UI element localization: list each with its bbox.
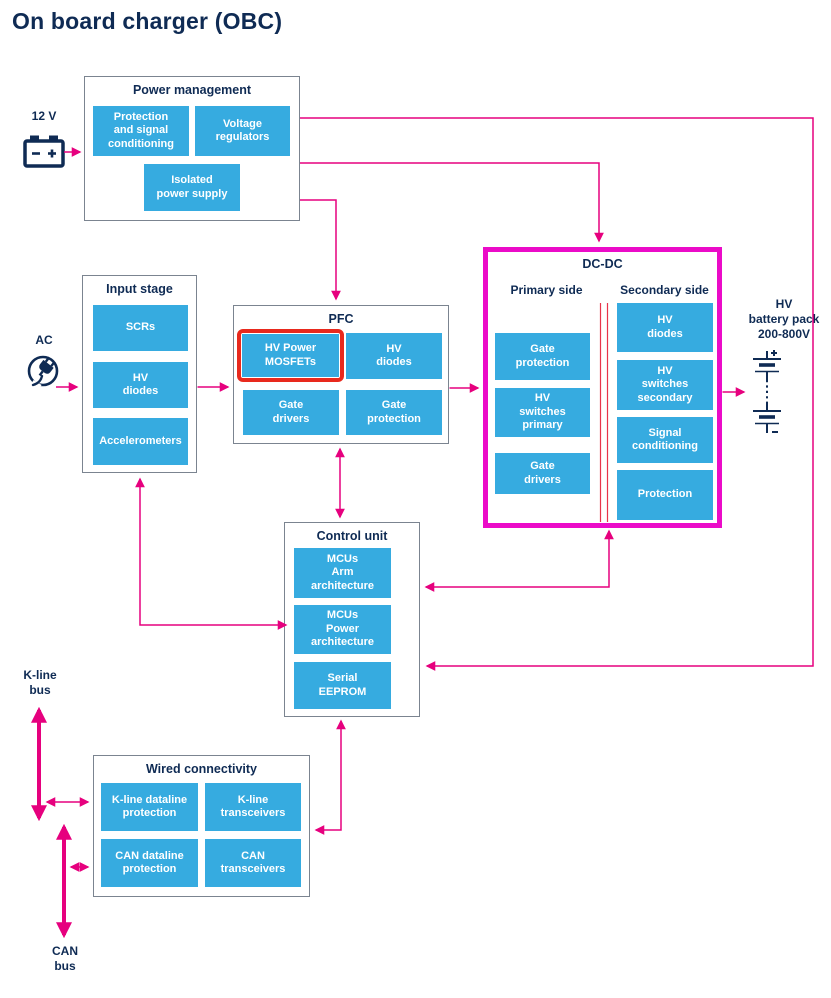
block-item-hv-switches-primary[interactable]: HV switches primary	[495, 388, 590, 437]
block-item-gate-drivers-pfc[interactable]: Gate drivers	[243, 390, 339, 435]
block-item-protection-secondary[interactable]: Protection	[617, 470, 713, 520]
ac-input-label: AC	[35, 333, 53, 347]
block-item-can-transceivers[interactable]: CAN transceivers	[205, 839, 301, 887]
wired-connectivity-title: Wired connectivity	[145, 762, 258, 776]
pfc-title: PFC	[328, 312, 354, 326]
block-item-signal-conditioning[interactable]: Signal conditioning	[617, 417, 713, 463]
input-stage-title: Input stage	[106, 282, 173, 296]
block-item-hv-diodes-pfc[interactable]: HV diodes	[346, 333, 442, 379]
wired-connectivity-block: Wired connectivity K-line dataline prote…	[93, 755, 310, 897]
block-item-kline-transceivers[interactable]: K-line transceivers	[205, 783, 301, 831]
block-item-protection-signal-conditioning[interactable]: Protection and signal conditioning	[93, 106, 189, 156]
block-item-voltage-regulators[interactable]: Voltage regulators	[195, 106, 290, 156]
block-item-accelerometers[interactable]: Accelerometers	[93, 418, 188, 465]
hv-battery-label: HV battery pack 200-800V	[748, 297, 820, 341]
ac-plug-icon	[24, 349, 62, 396]
power-management-title: Power management	[132, 83, 252, 97]
page-title: On board charger (OBC)	[12, 8, 283, 34]
block-item-hv-switches-secondary[interactable]: HV switches secondary	[617, 360, 713, 410]
block-item-scrs[interactable]: SCRs	[93, 305, 188, 351]
highlight-hv-power-mosfets: HV Power MOSFETs	[237, 329, 344, 382]
block-item-gate-protection-primary[interactable]: Gate protection	[495, 333, 590, 380]
block-item-mcus-arm[interactable]: MCUs Arm architecture	[294, 548, 391, 598]
hv-battery-pack-icon	[741, 346, 793, 445]
connector-power-management-to-dcdc	[300, 162, 604, 243]
block-item-hv-diodes-secondary[interactable]: HV diodes	[617, 303, 713, 352]
pfc-block: PFC HV Power MOSFETs HV diodes Gate driv…	[233, 305, 449, 444]
connector-control-unit-input-stage-bidirectional	[135, 477, 288, 630]
can-bus-label: CAN bus	[52, 944, 78, 973]
connector-control-unit-wired-connectivity-bidirectional	[314, 719, 346, 835]
block-item-serial-eeprom[interactable]: Serial EEPROM	[294, 662, 391, 709]
power-management-block: Power management Protection and signal c…	[84, 76, 300, 221]
dcdc-primary-side-header: Primary side	[510, 283, 583, 297]
block-item-can-dataline-protection[interactable]: CAN dataline protection	[101, 839, 198, 887]
block-item-gate-drivers-primary[interactable]: Gate drivers	[495, 453, 590, 494]
dcdc-secondary-side-header: Secondary side	[620, 283, 709, 297]
dc-battery-icon	[22, 132, 66, 175]
connector-dcdc-control-unit-bidirectional	[424, 529, 614, 592]
connector-power-management-to-pfc	[300, 199, 341, 301]
block-item-gate-protection-pfc[interactable]: Gate protection	[346, 390, 442, 435]
block-item-hv-power-mosfets[interactable]: HV Power MOSFETs	[242, 334, 339, 377]
dcdc-title: DC-DC	[582, 257, 623, 271]
control-unit-block: Control unit MCUs Arm architecture MCUs …	[284, 522, 420, 717]
dcdc-block: DC-DC Primary side Secondary side Gate p…	[483, 247, 722, 528]
block-item-mcus-power[interactable]: MCUs Power architecture	[294, 605, 391, 654]
input-stage-block: Input stage SCRs HV diodes Accelerometer…	[82, 275, 197, 473]
kline-bus-label: K-line bus	[23, 668, 57, 697]
block-item-hv-diodes-input[interactable]: HV diodes	[93, 362, 188, 408]
block-item-kline-dataline-protection[interactable]: K-line dataline protection	[101, 783, 198, 831]
block-item-isolated-power-supply[interactable]: Isolated power supply	[144, 164, 240, 211]
control-unit-title: Control unit	[316, 529, 388, 543]
dc-input-label: 12 V	[31, 109, 57, 123]
